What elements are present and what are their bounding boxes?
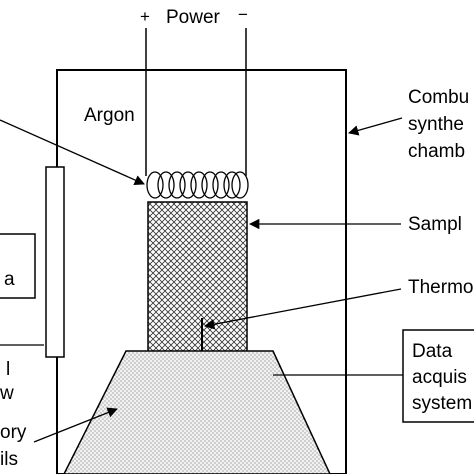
sample-label: Sampl bbox=[408, 214, 462, 235]
sample-block bbox=[147, 201, 248, 353]
data-acquisition-box bbox=[402, 329, 474, 423]
chamber-label-line1: Combu bbox=[408, 87, 470, 108]
power-minus-sign: − bbox=[238, 5, 248, 24]
power-label: Power bbox=[166, 7, 220, 28]
left-box-label: a bbox=[4, 269, 15, 290]
refractory-label-line2: ils bbox=[0, 449, 18, 470]
heating-coil bbox=[146, 171, 249, 199]
refractory-arrow bbox=[33, 407, 118, 443]
chamber-label-line2: synthe bbox=[408, 114, 464, 135]
left-label-box bbox=[0, 233, 36, 299]
window-label-line2: w bbox=[0, 383, 14, 404]
argon-label: Argon bbox=[84, 105, 135, 126]
thermocouple-arrow bbox=[203, 288, 402, 330]
refractory-label-line1: ory bbox=[0, 422, 27, 443]
side-window bbox=[45, 166, 65, 358]
refractory-base bbox=[63, 350, 331, 474]
chamber-label-line3: chamb bbox=[408, 141, 466, 162]
window-label-line1: l bbox=[6, 359, 11, 380]
chamber-arrow bbox=[347, 117, 403, 136]
data-acquisition-line3: system bbox=[412, 393, 473, 414]
argon-arrow bbox=[0, 119, 145, 185]
data-acquisition-line1: Data bbox=[412, 341, 453, 362]
thermocouple-label: Thermo bbox=[408, 277, 474, 298]
data-acquisition-line2: acquis bbox=[412, 367, 467, 388]
power-plus-sign: + bbox=[140, 7, 150, 26]
